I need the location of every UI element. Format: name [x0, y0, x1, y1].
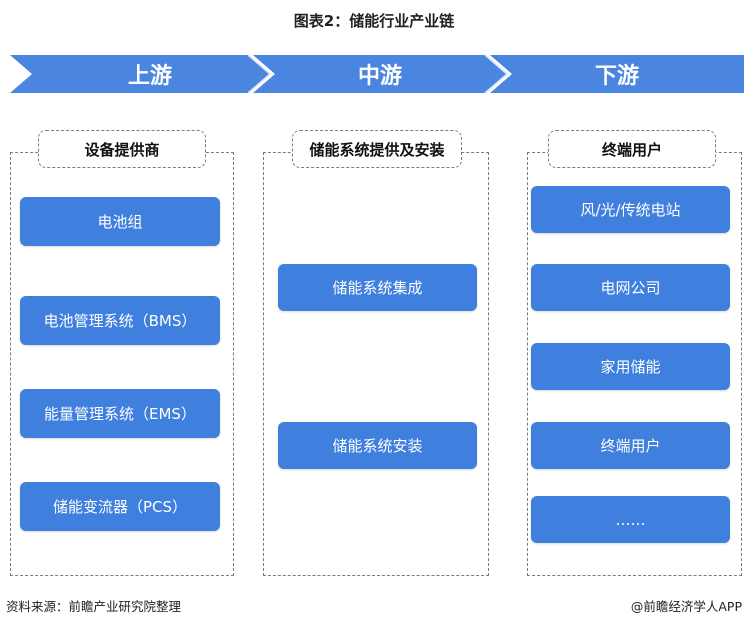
stage-midstream: 中游: [357, 64, 402, 89]
source-note: 资料来源：前瞻产业研究院整理: [6, 599, 182, 614]
midstream-column: [263, 152, 489, 576]
item-end-users: 终端用户: [531, 422, 730, 469]
item-grid-company: 电网公司: [531, 264, 730, 311]
item-bms: 电池管理系统（BMS）: [20, 296, 220, 345]
item-battery-pack: 电池组: [20, 197, 220, 246]
item-ellipsis: ……: [531, 496, 730, 543]
stage-downstream: 下游: [594, 64, 639, 89]
item-pcs: 储能变流器（PCS）: [20, 482, 220, 531]
item-power-stations: 风/光/传统电站: [531, 186, 730, 233]
stage-upstream: 上游: [127, 64, 172, 89]
chart-title: 图表2：储能行业产业链: [293, 12, 455, 30]
downstream-header: 终端用户: [548, 130, 716, 168]
item-home-storage: 家用储能: [531, 343, 730, 390]
midstream-header: 储能系统提供及安装: [292, 130, 462, 168]
item-ems: 能量管理系统（EMS）: [20, 389, 220, 438]
item-system-installation: 储能系统安装: [278, 422, 477, 469]
item-system-integration: 储能系统集成: [278, 264, 477, 311]
credit-note: @前瞻经济学人APP: [630, 599, 742, 614]
upstream-header: 设备提供商: [38, 130, 206, 168]
